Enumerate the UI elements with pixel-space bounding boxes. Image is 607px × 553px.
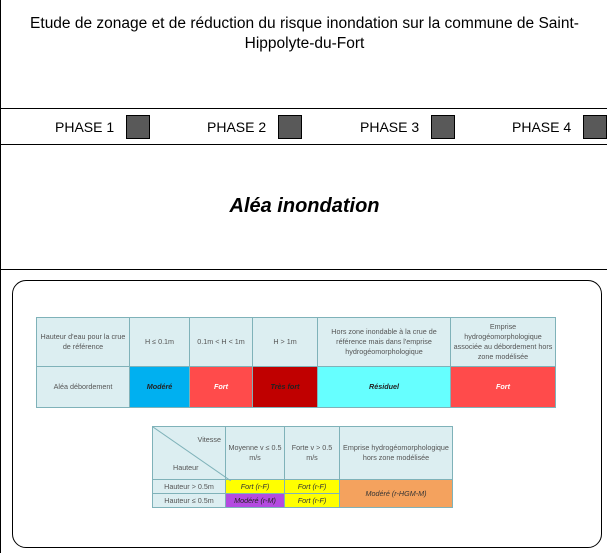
- phase-3-box: [431, 115, 456, 139]
- t2-row-label-1: Hauteur > 0.5m: [152, 479, 226, 494]
- t1-cell-tres-fort: Très fort: [252, 366, 318, 408]
- t1-cell-fort-hgm: Fort: [450, 366, 556, 408]
- phase-3: PHASE 3: [360, 114, 456, 140]
- alea-debordement-table: Hauteur d'eau pour la crue de référence …: [36, 317, 556, 408]
- phase-1-label: PHASE 1: [55, 119, 115, 135]
- t2-corner-hauteur: Hauteur: [173, 463, 199, 472]
- t1-header-h1: H ≤ 0.1m: [129, 317, 190, 367]
- t1-header-emprise: Emprise hydrogéomorphologique associée a…: [450, 317, 556, 367]
- t1-row-label: Aléa débordement: [36, 366, 130, 408]
- t2-cell-r1-c2: Fort (r-F): [284, 479, 340, 494]
- phase-2-box: [278, 115, 303, 139]
- phase-1: PHASE 1: [55, 114, 151, 140]
- t2-header-forte: Forte v > 0.5 m/s: [284, 426, 340, 480]
- t2-cell-r2-c1: Modéré (r-M): [225, 493, 285, 508]
- phase-4-label: PHASE 4: [512, 119, 572, 135]
- t1-cell-fort: Fort: [189, 366, 253, 408]
- document-title: Etude de zonage et de réduction du risqu…: [1, 14, 607, 54]
- t2-header-emprise: Emprise hydrogéomorphologique hors zone …: [339, 426, 453, 480]
- t2-cell-r2-c2: Fort (r-F): [284, 493, 340, 508]
- phase-4-box: [583, 115, 607, 139]
- t1-cell-residuel: Résiduel: [317, 366, 451, 408]
- section-title: Aléa inondation: [229, 195, 380, 217]
- phase-3-label: PHASE 3: [360, 119, 420, 135]
- phase-4: PHASE 4: [512, 114, 607, 140]
- section-block: Aléa inondation: [1, 145, 607, 270]
- phase-1-box: [126, 115, 151, 139]
- phase-2: PHASE 2: [207, 114, 303, 140]
- alea-ruissellement-table: Vitesse Hauteur Moyenne v ≤ 0.5 m/s Fort…: [152, 426, 453, 508]
- t2-row-label-2: Hauteur ≤ 0.5m: [152, 493, 226, 508]
- t1-header-h3: H > 1m: [252, 317, 318, 367]
- t1-cell-modere: Modéré: [129, 366, 190, 408]
- t1-header-h2: 0.1m < H < 1m: [189, 317, 253, 367]
- tables-panel: [12, 280, 602, 548]
- t1-header-hors-zone: Hors zone inondable à la crue de référen…: [317, 317, 451, 367]
- title-line-2: Hippolyte-du-Fort: [244, 35, 365, 52]
- t2-corner-vitesse: Vitesse: [197, 435, 221, 444]
- title-block: Etude de zonage et de réduction du risqu…: [1, 0, 607, 109]
- title-line-1: Etude de zonage et de réduction du risqu…: [30, 15, 579, 32]
- phase-row: PHASE 1 PHASE 2 PHASE 3 PHASE 4: [1, 109, 607, 145]
- t2-header-moyenne: Moyenne v ≤ 0.5 m/s: [225, 426, 285, 480]
- t2-cell-merged: Modéré (r-HGM-M): [339, 479, 453, 508]
- t2-cell-r1-c1: Fort (r-F): [225, 479, 285, 494]
- t2-corner-cell: Vitesse Hauteur: [152, 426, 231, 481]
- diagonal-line: [153, 427, 231, 481]
- phase-2-label: PHASE 2: [207, 119, 267, 135]
- t1-header-hauteur: Hauteur d'eau pour la crue de référence: [36, 317, 130, 367]
